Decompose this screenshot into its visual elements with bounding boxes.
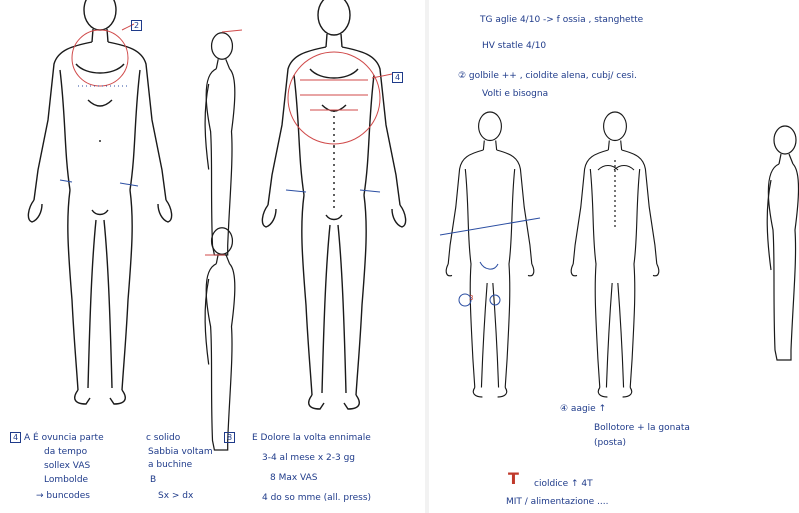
note-col3-line: 3-4 al mese x 2-3 gg <box>262 452 355 465</box>
note-mid-right-1: ④ aagie ↑ <box>560 403 606 416</box>
note-col1-line: Lombolde <box>44 474 88 487</box>
box-left: 4 <box>10 432 21 443</box>
note-col3-line: E Dolore la volta ennimale <box>252 432 371 445</box>
note-bottom-right-1: cioldice ↑ 4T <box>534 478 593 491</box>
note-col2-line: Sabbia voltam <box>148 446 213 459</box>
note-col1-line: A É ovuncia parte <box>24 432 104 445</box>
annotation-marks <box>60 86 634 306</box>
note-mid-right-2: Bollotore + la gonata <box>594 422 690 435</box>
mark-groin: 3 <box>469 294 473 302</box>
figure-side-lower <box>205 228 235 450</box>
note-col2-line: Sx > dx <box>158 490 193 503</box>
note-col1-line: sollex VAS <box>44 460 90 473</box>
note-mid-right-3: (posta) <box>594 437 626 450</box>
note-top-right-1: TG aglie 4/10 -> f ossia , stanghette <box>480 14 643 27</box>
mark-shoulders-back: 4 <box>392 72 403 83</box>
note-col3-line: 8 Max VAS <box>270 472 318 485</box>
figure-front-large <box>28 0 171 404</box>
note-col1-line: da tempo <box>44 446 87 459</box>
box-mid: 8 <box>224 432 235 443</box>
note-col2-line: c solido <box>146 432 180 445</box>
figure-front-small <box>446 112 534 397</box>
note-col2-line: B <box>150 474 156 487</box>
figure-side-upper <box>205 33 235 255</box>
note-col1-line: → buncodes <box>36 490 90 503</box>
red-cross-mark: T <box>508 470 519 488</box>
note-top-right-4: Volti e bisogna <box>482 88 548 101</box>
figure-side-cropped <box>767 126 798 360</box>
note-top-right-3: ② golbile ++ , cioldite alena, cubj/ ces… <box>458 70 637 83</box>
mark-head-front: 2 <box>131 20 142 31</box>
figure-back-small <box>571 112 659 397</box>
figure-back-large <box>262 0 405 409</box>
note-bottom-right-2: MIT / alimentazione .... <box>506 496 609 509</box>
note-top-right-2: HV statle 4/10 <box>482 40 546 53</box>
note-col3-line: 4 do so mme (all. press) <box>262 492 371 505</box>
note-col2-line: a buchine <box>148 459 192 472</box>
